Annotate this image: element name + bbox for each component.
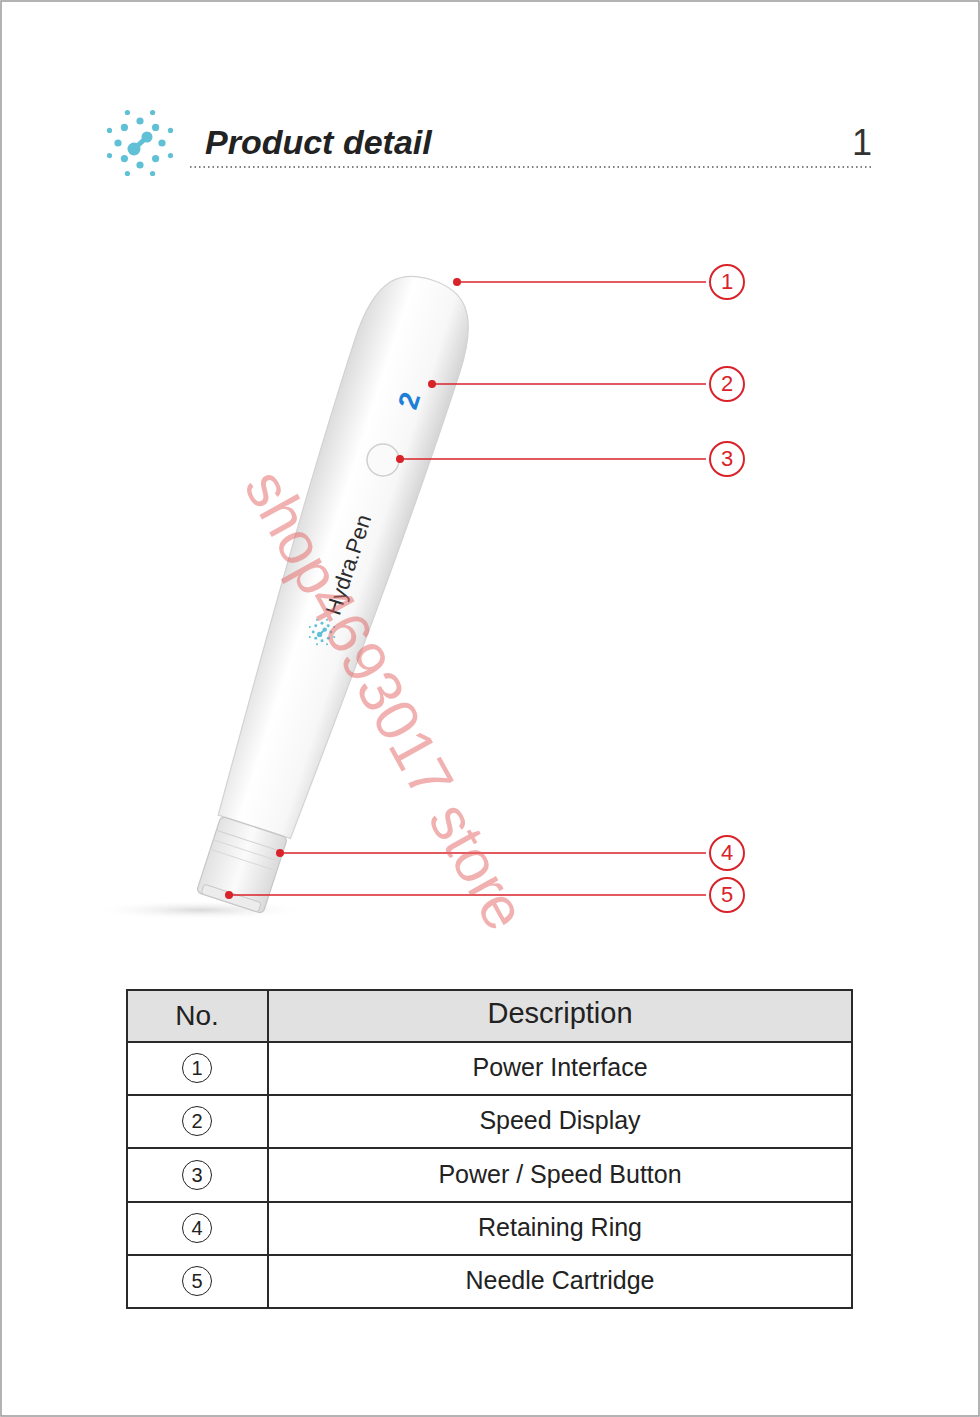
table-number: 1	[182, 1053, 212, 1083]
needle-cartridge	[196, 816, 287, 914]
table-description: Power Interface	[472, 1054, 647, 1082]
retaining-ring-line	[210, 849, 277, 871]
callout-number: 1	[709, 264, 745, 300]
retaining-ring-line	[213, 840, 280, 862]
table-number: 3	[182, 1160, 212, 1190]
table-row-rule	[127, 1041, 852, 1043]
table-border	[127, 990, 852, 1308]
table-header-fill	[127, 990, 852, 1042]
callout-number: 2	[709, 366, 745, 402]
table-number: 2	[182, 1106, 212, 1136]
leader-dot	[226, 892, 232, 898]
leader-dot	[454, 279, 460, 285]
power-button	[367, 444, 399, 476]
table-description: Retaining Ring	[478, 1214, 642, 1242]
watermark: shop4693017 store	[232, 459, 539, 940]
table-row-rule	[127, 1201, 852, 1203]
callout-number: 5	[709, 877, 745, 913]
callout-number: 3	[709, 441, 745, 477]
table-header: Description	[487, 998, 632, 1030]
table-header: No.	[175, 1001, 219, 1032]
table-number: 5	[182, 1266, 212, 1296]
needle-tip	[201, 884, 261, 912]
callout-number: 4	[709, 835, 745, 871]
leader-line	[457, 281, 706, 283]
leader-line	[400, 458, 706, 460]
table-row-rule	[127, 1094, 852, 1096]
parts-table	[127, 990, 852, 1308]
header-rule	[190, 166, 873, 168]
table-row-rule	[127, 1254, 852, 1256]
table-row-rule	[127, 1147, 852, 1149]
page-number: 1	[852, 123, 872, 163]
pen-shadow	[90, 900, 310, 920]
page-title: Product detail	[205, 124, 432, 161]
leader-dot	[429, 381, 435, 387]
header-logo	[107, 110, 173, 176]
leader-dot	[397, 456, 403, 462]
table-number: 4	[182, 1213, 212, 1243]
retaining-ring-line	[216, 830, 283, 852]
leader-dot	[277, 850, 283, 856]
speed-display-digit: 2	[393, 389, 427, 413]
leader-line	[432, 383, 706, 385]
table-description: Speed Display	[479, 1107, 640, 1135]
table-description: Power / Speed Button	[438, 1161, 681, 1189]
table-description: Needle Cartridge	[466, 1267, 655, 1295]
